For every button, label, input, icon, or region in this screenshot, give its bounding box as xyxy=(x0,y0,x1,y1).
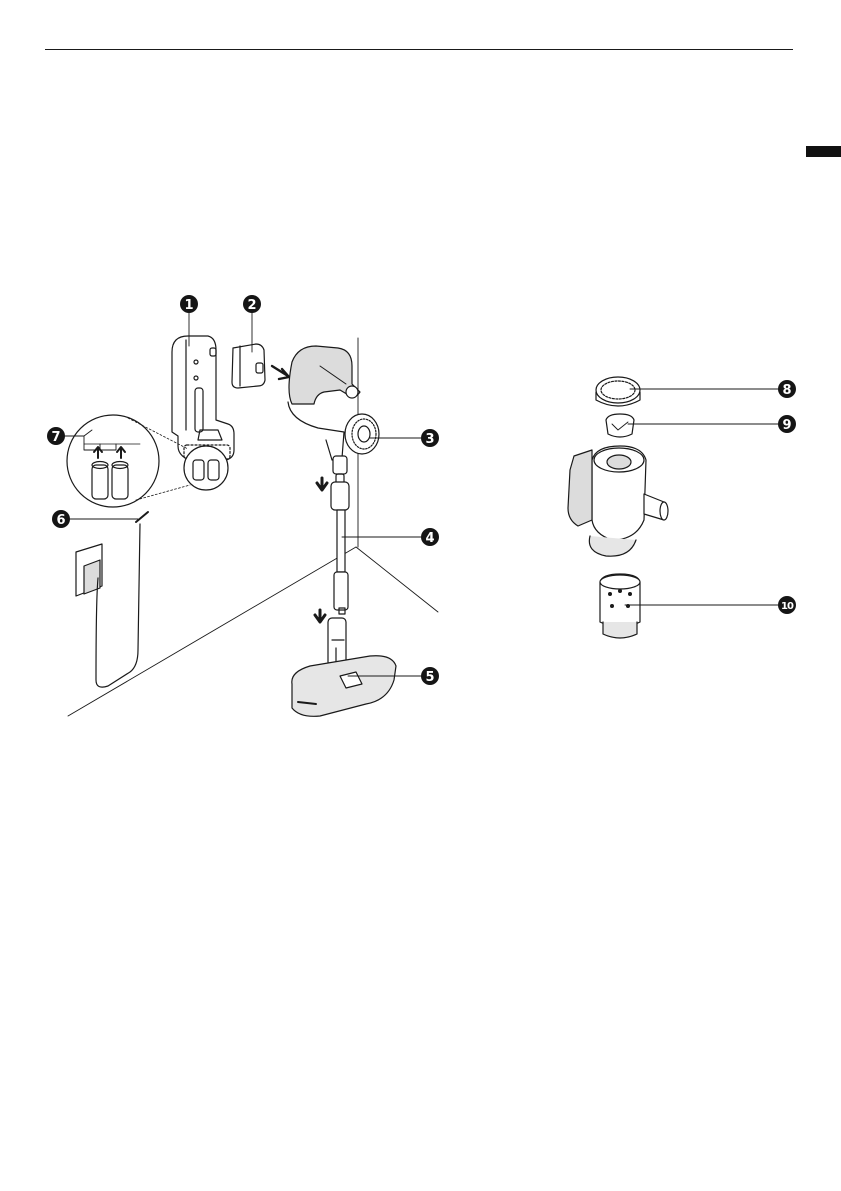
leader-lines xyxy=(64,312,778,676)
callout-4: 4 xyxy=(421,528,439,546)
exhaust-filter-illustration xyxy=(606,414,634,437)
power-adapter-illustration xyxy=(76,512,148,687)
svg-text:9: 9 xyxy=(782,418,791,433)
extension-pipe-illustration xyxy=(317,478,349,614)
callout-2: 2 xyxy=(243,295,261,313)
svg-text:2: 2 xyxy=(247,298,256,313)
svg-text:7: 7 xyxy=(51,430,60,445)
svg-text:4: 4 xyxy=(425,531,434,546)
callout-1: 1 xyxy=(180,295,198,313)
dust-bin-filter-illustration xyxy=(600,574,640,638)
callout-7: 7 xyxy=(47,427,65,445)
svg-text:3: 3 xyxy=(425,432,434,447)
svg-text:5: 5 xyxy=(425,670,434,685)
callout-5: 5 xyxy=(421,667,439,685)
svg-text:6: 6 xyxy=(56,513,65,528)
callout-9: 9 xyxy=(778,415,796,433)
callout-6: 6 xyxy=(52,510,70,528)
svg-text:1: 1 xyxy=(184,298,193,313)
svg-text:8: 8 xyxy=(782,383,791,398)
nozzle-illustration xyxy=(292,610,396,716)
filter-cover-illustration xyxy=(596,377,640,406)
callout-8: 8 xyxy=(778,380,796,398)
svg-text:10: 10 xyxy=(781,601,794,612)
charging-stand-illustration xyxy=(172,336,234,462)
callout-3: 3 xyxy=(421,429,439,447)
main-body-illustration xyxy=(288,346,379,484)
battery-illustration xyxy=(232,344,289,388)
dust-bin-housing-illustration xyxy=(568,446,668,556)
callout-10: 10 xyxy=(778,596,796,614)
